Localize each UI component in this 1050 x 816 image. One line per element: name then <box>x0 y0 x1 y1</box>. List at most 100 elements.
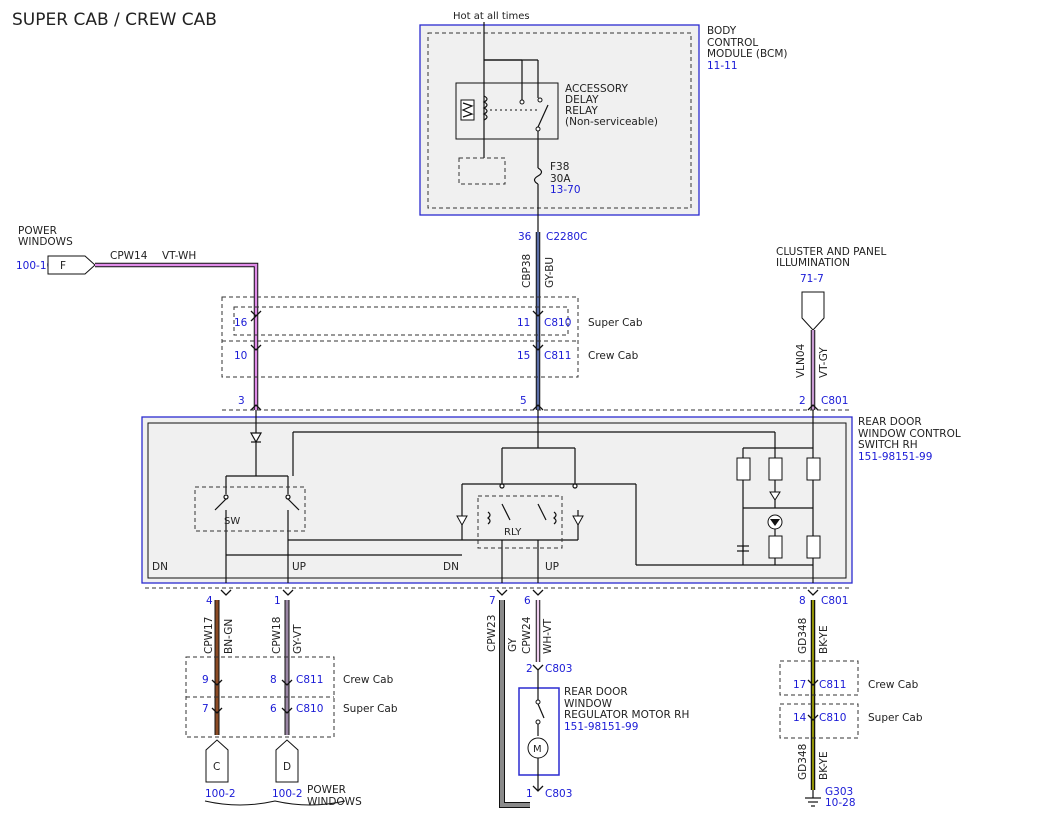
motor-pin-2: 2 <box>526 663 533 675</box>
power-windows-ref-link[interactable]: 100-10 <box>16 260 53 272</box>
switch-pin-5: 5 <box>520 395 527 407</box>
cpw23-label: CPW23 <box>486 615 498 652</box>
pw-ref-c-link[interactable]: 100-2 <box>205 788 236 800</box>
cpw24-color: WH-VT <box>542 618 554 654</box>
c803-top-link[interactable]: C803 <box>545 663 572 675</box>
c801-pin-2: 2 <box>799 395 806 407</box>
fuse-ref-link[interactable]: 13-70 <box>550 184 581 196</box>
relay-label-3: RELAY <box>565 105 598 117</box>
cbp38-label: CBP38 <box>521 254 533 288</box>
motor-name-1: REAR DOOR <box>564 686 628 698</box>
bcm-ground-block <box>458 157 506 185</box>
diode-lamp-icon <box>769 491 781 501</box>
power-windows-connector-f <box>47 255 96 275</box>
pin-36: 36 <box>518 231 532 243</box>
pin-1: 1 <box>274 595 281 607</box>
crew-cab-bottom-label: Crew Cab <box>343 674 394 686</box>
cpw23-color: GY <box>507 637 519 652</box>
switch-name-3: SWITCH RH <box>858 439 918 451</box>
pw-label-1: POWER <box>307 784 346 796</box>
ground-ref-link[interactable]: 10-28 <box>825 797 856 809</box>
crew-cab-top-label: Crew Cab <box>588 350 639 362</box>
c811-pin-9: 9 <box>202 674 209 686</box>
c811-top-link[interactable]: C811 <box>544 350 571 362</box>
relay-label-4: (Non-serviceable) <box>565 116 658 128</box>
switch-name-1: REAR DOOR <box>858 416 922 428</box>
switch-pin-3: 3 <box>238 395 245 407</box>
pw-label-2: WINDOWS <box>307 796 362 808</box>
bcm-name-3: MODULE (BCM) <box>707 48 788 60</box>
fuse-label: F38 <box>550 161 569 173</box>
resistor-bank-icon <box>736 457 821 559</box>
rly-label: RLY <box>504 527 522 538</box>
relay-box <box>455 82 559 140</box>
c810-pin-14: 14 <box>793 712 807 724</box>
cpw18-color: GY-VT <box>292 624 304 654</box>
c811-pin-15: 15 <box>517 350 530 362</box>
vln04-color: VT-GY <box>818 347 830 378</box>
c810-right-link[interactable]: C810 <box>819 712 846 724</box>
pin-c: C <box>213 761 220 773</box>
c801-top-link[interactable]: C801 <box>821 395 848 407</box>
c810-pin-11: 11 <box>517 317 530 329</box>
diode-left-icon <box>456 515 468 527</box>
c2280c-link[interactable]: C2280C <box>546 231 587 243</box>
cluster-connector <box>801 291 825 331</box>
motor-pin-1: 1 <box>526 788 533 800</box>
power-windows-label-1: POWER <box>18 225 57 237</box>
pw-ref-d-link[interactable]: 100-2 <box>272 788 303 800</box>
cpw14-label: CPW14 <box>110 250 148 262</box>
motor-symbol: M <box>533 744 542 755</box>
rly-relay-box <box>477 495 563 549</box>
brace-icon <box>204 800 346 806</box>
c810-right-box <box>779 703 859 739</box>
c811-bottom-link[interactable]: C811 <box>296 674 323 686</box>
cluster-ref-link[interactable]: 71-7 <box>800 273 824 285</box>
switch-module-box <box>141 416 853 584</box>
ground-g303-link[interactable]: G303 <box>825 786 853 798</box>
wire-cpw23 <box>500 600 530 807</box>
super-cab-top-label: Super Cab <box>588 317 643 329</box>
super-cab-bottom-label: Super Cab <box>343 703 398 715</box>
c810-pin-16: 16 <box>234 317 248 329</box>
diode-right-icon <box>572 515 584 527</box>
sw-contacts-icon <box>214 494 300 511</box>
up-label-1: UP <box>292 561 306 573</box>
c801-bottom-link[interactable]: C801 <box>821 595 848 607</box>
motor-name-2: WINDOW <box>564 698 613 710</box>
vln04-label: VLN04 <box>795 343 807 378</box>
c811-right-box <box>779 660 859 696</box>
rly-contacts-icon <box>487 483 578 525</box>
c811-pin-10: 10 <box>234 350 247 362</box>
c803-bottom-link[interactable]: C803 <box>545 788 572 800</box>
c810-bottom-link[interactable]: C810 <box>296 703 323 715</box>
power-windows-label-2: WINDOWS <box>18 236 73 248</box>
cpw17-color: BN-GN <box>223 619 235 654</box>
gd348-color-b: BK-YE <box>818 751 830 780</box>
cpw24-label: CPW24 <box>521 616 533 654</box>
bcm-ref-link[interactable]: 11-11 <box>707 60 738 72</box>
dn-label-2: DN <box>443 561 459 573</box>
up-label-2: UP <box>545 561 559 573</box>
switch-ref-link[interactable]: 151-98151-99 <box>858 451 932 463</box>
cbp38-color: GY-BU <box>544 257 556 288</box>
sw-label: SW <box>224 516 240 527</box>
pin-7: 7 <box>489 595 496 607</box>
motor-ref-link[interactable]: 151-98151-99 <box>564 721 638 733</box>
fuse-rating: 30A <box>550 173 571 185</box>
gd348-label-b: GD348 <box>797 744 809 780</box>
cluster-label-1: CLUSTER AND PANEL <box>776 246 886 258</box>
power-windows-pin-f: F <box>60 260 66 272</box>
cpw17-label: CPW17 <box>203 617 215 654</box>
power-windows-connector-c <box>205 739 229 783</box>
bcm-inner-dashed <box>427 32 692 209</box>
c810-top-link[interactable]: C810 <box>544 317 571 329</box>
dn-label-1: DN <box>152 561 168 573</box>
fuse-icon <box>533 167 543 185</box>
c811-right-link[interactable]: C811 <box>819 679 846 691</box>
power-windows-connector-d <box>275 739 299 783</box>
cluster-label-2: ILLUMINATION <box>776 257 850 269</box>
hot-at-all-times-label: Hot at all times <box>453 11 530 22</box>
pin-8: 8 <box>799 595 806 607</box>
